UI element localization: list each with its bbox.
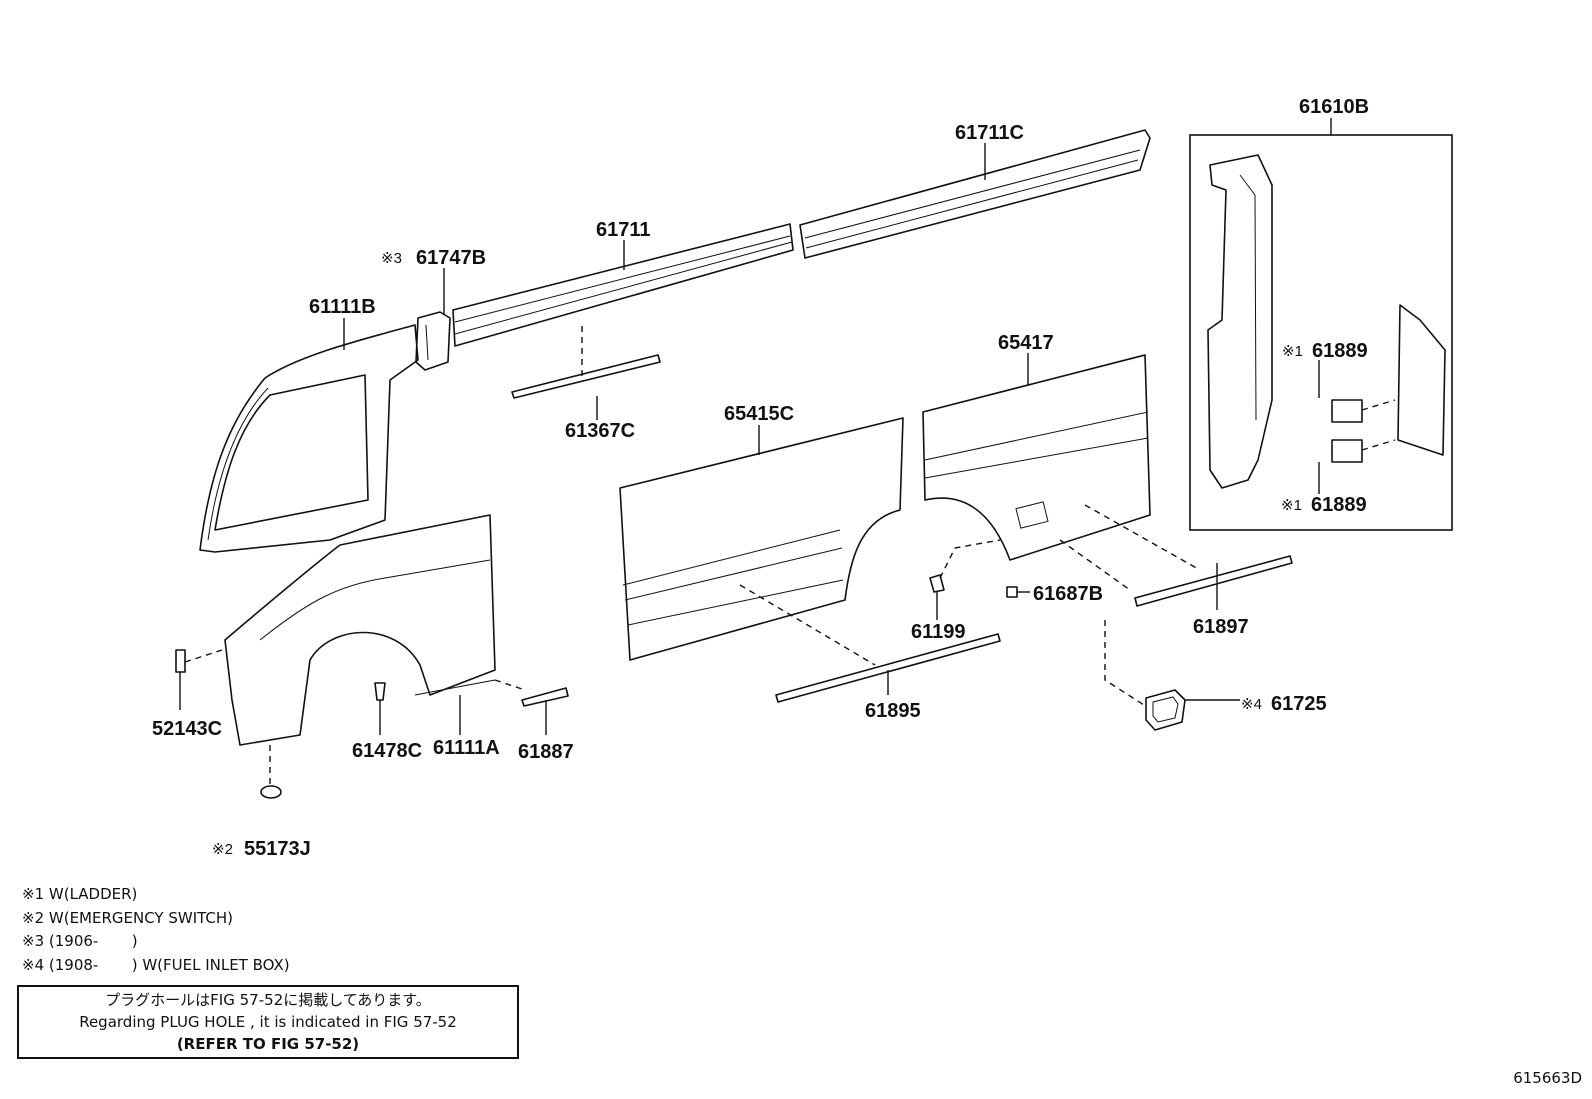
part-61725-shape bbox=[1145, 689, 1186, 731]
part-61610b-shape bbox=[1207, 154, 1446, 489]
plug-hole-notice: プラグホールはFIG 57-52に掲載してあります。 Regarding PLU… bbox=[17, 985, 519, 1059]
part-52143c-shape bbox=[175, 649, 186, 673]
part-61897-shape bbox=[1134, 555, 1293, 607]
mark-2-55173j: ※2 bbox=[212, 841, 233, 858]
mark-3-61747b: ※3 bbox=[381, 250, 402, 267]
mark-1-61889-upper: ※1 bbox=[1282, 343, 1303, 360]
label-61711: 61711 bbox=[596, 219, 651, 241]
label-65415c: 65415C bbox=[724, 403, 794, 425]
part-61887-shape bbox=[521, 687, 569, 707]
mark-1-61889-lower: ※1 bbox=[1281, 497, 1302, 514]
footnote-3: ※3 (1906- ) bbox=[22, 932, 138, 950]
part-61889-lower-shape bbox=[1331, 439, 1363, 463]
mark-4-61725: ※4 bbox=[1241, 696, 1262, 713]
part-61111b-shape bbox=[199, 324, 419, 553]
label-61895: 61895 bbox=[865, 700, 921, 722]
part-65415c-shape bbox=[619, 417, 904, 661]
part-61199-shape bbox=[929, 574, 945, 593]
label-65417: 65417 bbox=[998, 332, 1054, 354]
footnote-4: ※4 (1908- ) W(FUEL INLET BOX) bbox=[22, 955, 290, 974]
label-61889-upper: 61889 bbox=[1312, 340, 1368, 362]
group-box-61610b bbox=[1189, 134, 1453, 531]
footnote-2: ※2 W(EMERGENCY SWITCH) bbox=[22, 908, 234, 927]
part-61711-shape bbox=[452, 223, 794, 347]
label-61111b: 61111B bbox=[309, 296, 376, 318]
label-61111a: 61111A bbox=[433, 737, 500, 759]
part-61895-shape bbox=[775, 633, 1001, 703]
part-55173j-shape bbox=[260, 785, 282, 799]
part-61747b-shape bbox=[415, 311, 451, 371]
label-61897: 61897 bbox=[1193, 616, 1249, 638]
footnotes: ※1 W(LADDER) ※2 W(EMERGENCY SWITCH) ※3 (… bbox=[22, 883, 290, 977]
label-61889-lower: 61889 bbox=[1311, 494, 1367, 516]
notice-japanese: プラグホールはFIG 57-52に掲載してあります。 bbox=[105, 991, 431, 1009]
label-61367c: 61367C bbox=[565, 420, 635, 442]
part-61367c-shape bbox=[511, 354, 661, 399]
label-61725: 61725 bbox=[1271, 693, 1327, 715]
label-55173j: 55173J bbox=[244, 838, 311, 860]
part-65417-shape bbox=[922, 354, 1151, 561]
figure-id: 615663D bbox=[1513, 1069, 1582, 1087]
footnote-1: ※1 W(LADDER) bbox=[22, 885, 138, 903]
part-61111a-shape bbox=[224, 514, 496, 746]
label-61687b: 61687B bbox=[1033, 583, 1103, 605]
notice-reference: (REFER TO FIG 57-52) bbox=[176, 1035, 360, 1053]
label-61711c: 61711C bbox=[955, 122, 1024, 144]
label-61478c: 61478C bbox=[352, 740, 422, 762]
label-61199: 61199 bbox=[911, 621, 966, 643]
part-61711c-shape bbox=[799, 129, 1151, 259]
label-61747b: 61747B bbox=[416, 247, 486, 269]
part-61478c-shape bbox=[374, 682, 386, 701]
part-61687b-shape bbox=[1006, 586, 1018, 598]
notice-english: Regarding PLUG HOLE , it is indicated in… bbox=[79, 1013, 457, 1031]
label-61887: 61887 bbox=[518, 741, 574, 763]
label-61610b: 61610B bbox=[1299, 96, 1369, 118]
part-61889-upper-shape bbox=[1331, 399, 1363, 423]
label-52143c: 52143C bbox=[152, 718, 222, 740]
